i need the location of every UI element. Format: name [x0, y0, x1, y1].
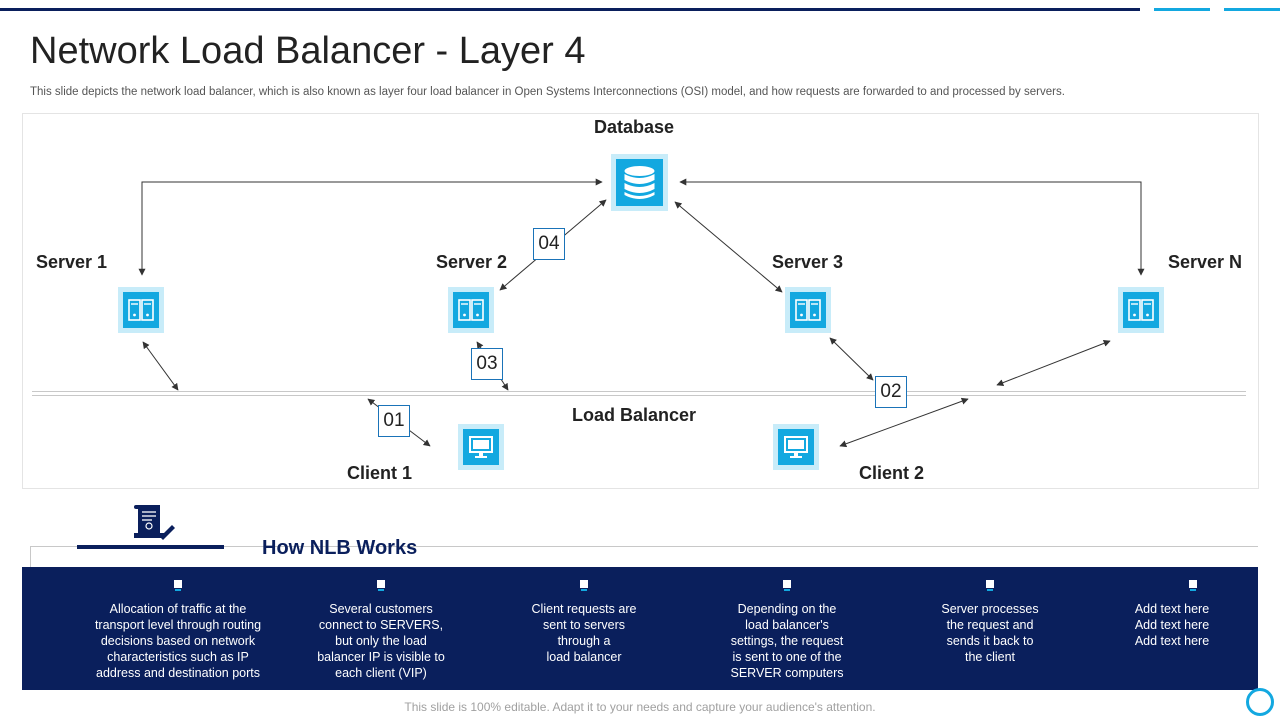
database-icon [611, 154, 668, 211]
step-description-1: Allocation of traffic at the transport l… [94, 602, 262, 680]
top-accent-2 [1224, 8, 1280, 11]
server-1-label: Server 1 [36, 252, 108, 272]
server-2-icon [448, 287, 494, 333]
page-subtitle: This slide depicts the network load bala… [30, 86, 1065, 98]
client-1-icon [458, 424, 504, 470]
server-n-icon [1118, 287, 1164, 333]
load-balancer-line-bottom [32, 395, 1246, 396]
footer-note: This slide is 100% editable. Adapt it to… [404, 700, 876, 714]
step-description-6: Add text here Add text here Add text her… [1134, 602, 1210, 648]
server-1-icon [118, 287, 164, 333]
corner-ring-icon [1246, 688, 1274, 716]
step-marker-1 [174, 580, 182, 591]
step-marker-4 [783, 580, 791, 591]
step-description-3: Client requests are sent to servers thro… [531, 602, 637, 664]
diagram-frame [22, 113, 1259, 489]
top-accent-1 [1154, 8, 1210, 11]
step-03-box: 03 [471, 348, 503, 380]
database-label: Database [594, 117, 675, 137]
document-pen-icon [134, 505, 175, 540]
step-marker-6 [1189, 580, 1197, 591]
client-1-label: Client 1 [347, 463, 413, 483]
step-01-box: 01 [378, 405, 410, 437]
step-marker-2 [377, 580, 385, 591]
server-2-label: Server 2 [436, 252, 508, 272]
top-rule [0, 8, 1140, 11]
server-3-icon [785, 287, 831, 333]
server-3-label: Server 3 [772, 252, 844, 272]
step-04-box: 04 [533, 228, 565, 260]
page-title: Network Load Balancer - Layer 4 [30, 30, 586, 72]
server-n-label: Server N [1168, 252, 1243, 272]
step-description-4: Depending on the load balancer's setting… [730, 602, 844, 680]
step-marker-5 [986, 580, 994, 591]
load-balancer-label: Load Balancer [572, 405, 697, 425]
client-2-label: Client 2 [859, 463, 925, 483]
steps-panel [22, 567, 1258, 690]
step-description-2: Several customers connect to SERVERS, bu… [317, 602, 445, 680]
load-balancer-line-top [32, 391, 1246, 392]
step-marker-3 [580, 580, 588, 591]
client-2-icon [773, 424, 819, 470]
step-description-5: Server processes the request and sends i… [941, 602, 1039, 664]
section-underline [77, 545, 224, 549]
section-title: How NLB Works [262, 537, 418, 559]
step-02-box: 02 [875, 376, 907, 408]
